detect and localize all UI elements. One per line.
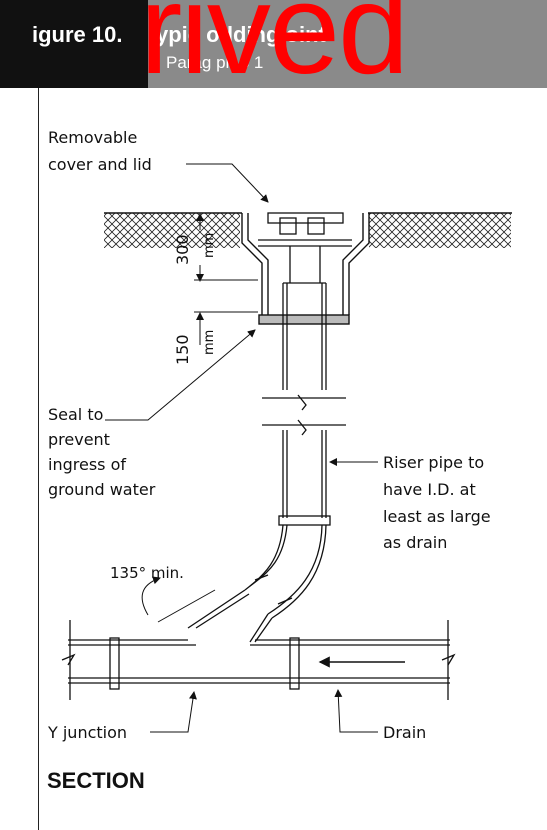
figure-subtitle: Parag ph 3 1: [166, 53, 264, 72]
cover-label-line2: cover and lid: [48, 155, 152, 174]
dimension-150-value: 150: [173, 334, 192, 365]
riser-pipe: [262, 282, 346, 526]
ground-hatching: [104, 212, 512, 248]
section-heading: SECTION: [47, 768, 145, 793]
figure-number-panel: [0, 0, 148, 88]
cover-label-line1: Removable: [48, 128, 137, 147]
bend-pipe: [187, 524, 327, 643]
figure-number: igure 10.: [32, 22, 123, 47]
riser-label-line2: have I.D. at: [383, 480, 476, 499]
seal-label-line2: prevent: [48, 430, 110, 449]
drain-pipe: [61, 620, 456, 700]
leader-lines: [105, 163, 378, 733]
figure-title: ypic odding oint: [156, 22, 326, 47]
dimension-150-unit: mm: [202, 330, 217, 355]
drain-label: Drain: [383, 723, 426, 742]
riser-label-line3: least as large: [383, 507, 491, 526]
seal-label-line1: Seal to: [48, 405, 103, 424]
dimension-300-value: 300: [173, 234, 192, 265]
seal-label-line3: ingress of: [48, 455, 126, 474]
riser-label-line4: as drain: [383, 533, 447, 552]
page-margin-line: [38, 88, 39, 830]
figure-title-panel: [148, 0, 547, 88]
seal-label-line4: ground water: [48, 480, 156, 499]
y-junction-label: Y junction: [47, 723, 127, 742]
figure-header: igure 10. ypic odding oint Parag ph 3 1 …: [0, 0, 547, 94]
removable-cover: [258, 212, 352, 283]
dimension-300-unit: mm: [202, 233, 217, 258]
dimension-lines: [194, 213, 258, 345]
riser-label-line1: Riser pipe to: [383, 453, 484, 472]
angle-label: 135° min.: [110, 564, 184, 582]
watermark: rived: [139, 0, 409, 101]
access-chamber: [241, 213, 370, 325]
